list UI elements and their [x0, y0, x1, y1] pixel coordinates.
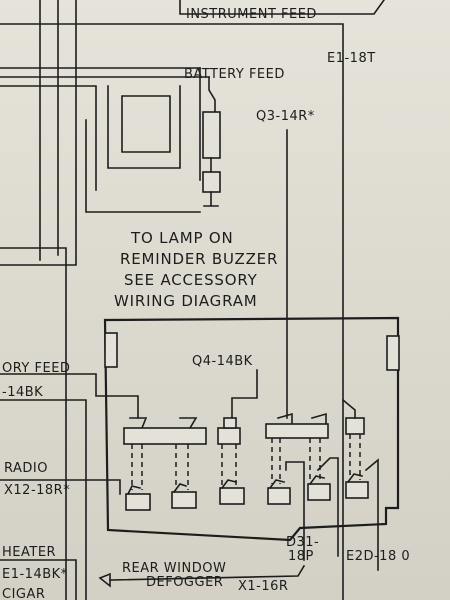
wire-loop-b — [121, 95, 171, 153]
plunger-1 — [131, 444, 143, 490]
terminal-3 — [219, 487, 245, 505]
plunger-3 — [221, 444, 237, 486]
battery-feed-wire — [208, 76, 216, 113]
lamp-note-line3: SEE ACCESSORY — [124, 271, 258, 289]
x1-arrow — [98, 572, 111, 588]
radio-wire — [0, 479, 121, 495]
contact-bar-1 — [123, 427, 207, 445]
radio-label: RADIO — [4, 461, 48, 476]
lamp-note-line4: WIRING DIAGRAM — [114, 292, 258, 310]
q4-14bk-label: Q4-14BK — [192, 354, 253, 369]
wire-14bk-label: -14BK — [2, 385, 43, 400]
instrument-feed-wire — [0, 23, 344, 600]
contact-3-clip — [277, 412, 293, 425]
terminal-1 — [125, 493, 151, 511]
e1-18t-label: E1-18T — [327, 51, 376, 66]
housing-tab-left — [104, 332, 118, 368]
defogger-label: DEFOGGER — [146, 575, 223, 590]
cigar-label: CIGAR — [2, 587, 45, 600]
d31-label: D31- — [286, 535, 319, 550]
terminal-4 — [267, 487, 291, 505]
wire-left-4 — [0, 247, 67, 600]
accessory-feed-label: ORY FEED — [2, 361, 70, 376]
lamp-note-line1: TO LAMP ON — [130, 229, 233, 247]
plunger-5 — [309, 438, 321, 480]
wire-left-3 — [0, 0, 77, 266]
contact-bar-3 — [265, 423, 329, 439]
e2d-wire — [364, 458, 379, 571]
d31-18p-label: 18P — [288, 549, 314, 564]
terminal-2 — [171, 491, 197, 509]
contact-1-clip — [129, 417, 148, 430]
instrument-feed-frame — [179, 0, 385, 15]
q4-wire — [231, 369, 258, 426]
contact-bar-2 — [217, 427, 241, 445]
plunger-6 — [349, 434, 361, 480]
accessory-feed-wire — [0, 373, 139, 419]
housing-tab-right — [386, 335, 400, 371]
switch-housing — [103, 316, 400, 542]
x1-wire — [109, 564, 306, 581]
x12-18r-label: X12-18R* — [4, 483, 70, 498]
contact-4-clip — [311, 412, 327, 425]
e2d-180-label: E2D-18 0 — [346, 549, 410, 564]
buzzer-terminal — [203, 191, 219, 207]
e1-wire-drop — [341, 398, 356, 419]
contact-bar-4 — [345, 417, 365, 435]
buzzer-body — [202, 171, 221, 193]
q3-14r-label: Q3-14R* — [256, 109, 315, 124]
contact-2-clip — [179, 417, 198, 430]
lamp-note-line2: REMINDER BUZZER — [120, 250, 278, 268]
x1-16r-label: X1-16R — [238, 579, 288, 594]
wire-14bk — [0, 399, 87, 600]
terminal-5 — [307, 483, 331, 501]
heater-label: HEATER — [2, 545, 56, 560]
wire-h-212 — [85, 119, 201, 213]
rear-window-label: REAR WINDOW — [122, 561, 226, 576]
wire-right-1 — [316, 457, 339, 557]
d31-wire — [285, 461, 305, 561]
wire-h-86 — [0, 85, 97, 191]
fuse-body — [202, 111, 221, 159]
instrument-feed-label: INSTRUMENT FEED — [186, 7, 317, 22]
terminal-clips — [126, 473, 363, 496]
plunger-4 — [271, 438, 281, 484]
terminal-6 — [345, 481, 369, 499]
heater-wire — [0, 559, 77, 600]
e1-14bk-label: E1-14BK* — [2, 567, 68, 582]
wire-loop-a — [107, 85, 181, 169]
contact-bar-2-tip — [223, 417, 237, 429]
battery-feed-label: BATTERY FEED — [184, 67, 285, 82]
plunger-2 — [175, 444, 189, 490]
